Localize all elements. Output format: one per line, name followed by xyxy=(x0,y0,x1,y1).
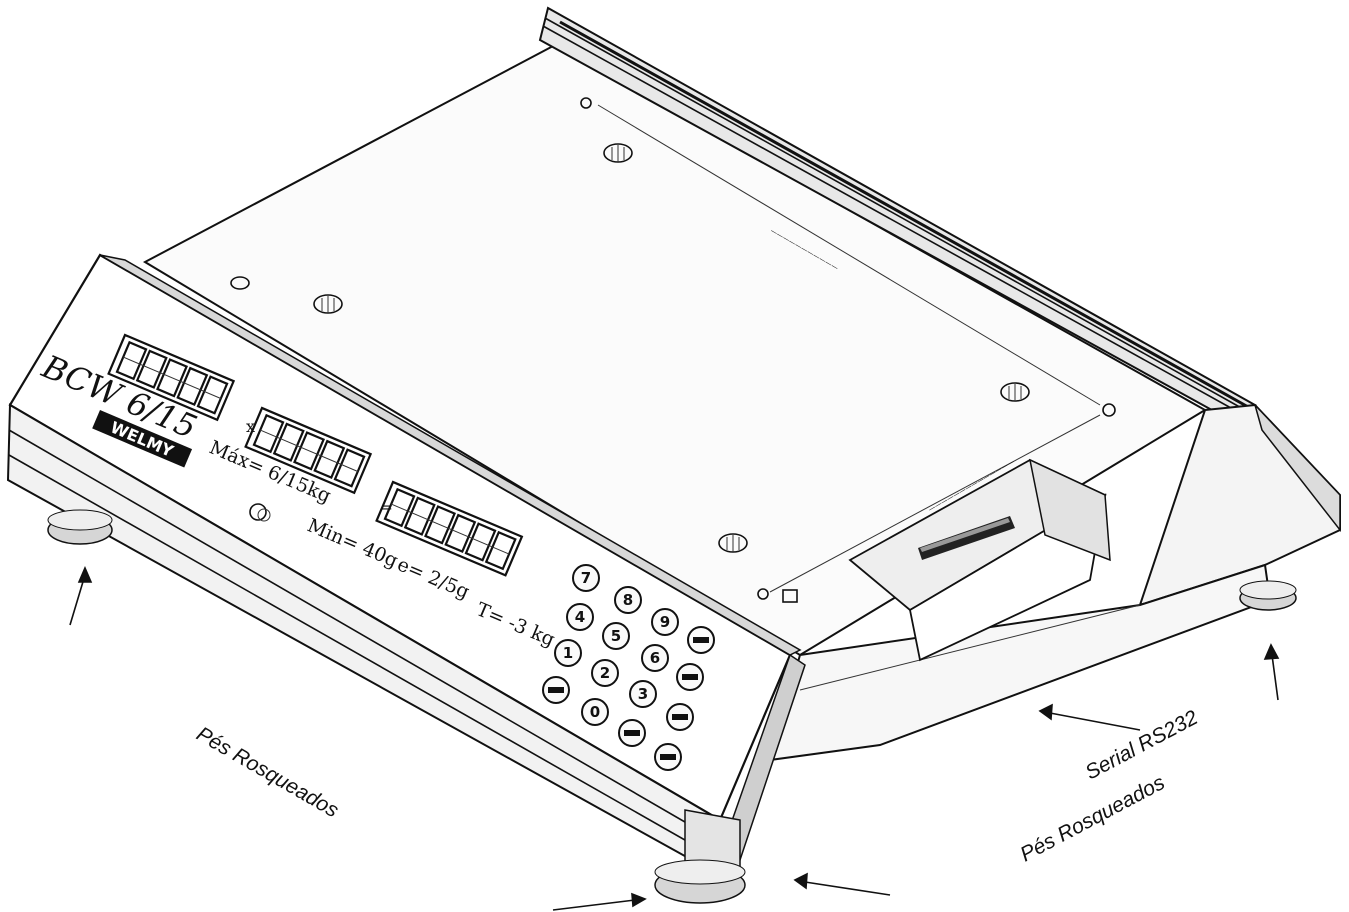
svg-text:8: 8 xyxy=(623,591,633,609)
key-3[interactable]: 3 xyxy=(629,680,657,708)
svg-text:7: 7 xyxy=(581,569,591,587)
callout-feet-left: Pés Rosqueados xyxy=(193,722,343,822)
svg-text:9: 9 xyxy=(660,613,670,631)
price-display xyxy=(244,406,373,495)
function-key-top[interactable] xyxy=(687,626,715,654)
svg-text:4: 4 xyxy=(575,608,585,626)
rear-rim xyxy=(538,6,1257,422)
callout-feet-right: Pés Rosqueados xyxy=(1017,771,1169,867)
key-8[interactable]: 8 xyxy=(614,586,642,614)
foot-front-left xyxy=(47,509,113,545)
inmetro-seal-icon xyxy=(249,503,267,521)
key-0[interactable]: 0 xyxy=(581,698,609,726)
total-display xyxy=(375,480,524,577)
key-1[interactable]: 1 xyxy=(554,639,582,667)
svg-text:2: 2 xyxy=(600,664,610,682)
weight-display xyxy=(107,333,236,422)
key-7[interactable]: 7 xyxy=(572,564,600,592)
callout-serial: Serial RS232 xyxy=(1082,706,1202,785)
foot-front-right xyxy=(654,859,746,904)
function-key-low[interactable] xyxy=(666,703,694,731)
function-key-left[interactable] xyxy=(542,676,570,704)
key-5[interactable]: 5 xyxy=(602,622,630,650)
key-9[interactable]: 9 xyxy=(651,608,679,636)
function-key-bottom[interactable] xyxy=(618,719,646,747)
key-2[interactable]: 2 xyxy=(591,659,619,687)
weighing-platter: ——————————— —————————————— xyxy=(142,43,1207,657)
key-6[interactable]: 6 xyxy=(641,644,669,672)
serial-port-recess xyxy=(848,458,1111,662)
multiply-sign: x xyxy=(246,417,255,436)
svg-text:5: 5 xyxy=(611,627,621,645)
svg-text:6: 6 xyxy=(650,649,660,667)
callout-arrows xyxy=(69,565,1280,911)
function-key-corner[interactable] xyxy=(654,743,682,771)
equals-sign: = xyxy=(381,500,393,516)
foot-rear-right xyxy=(1239,580,1297,611)
svg-text:0: 0 xyxy=(590,703,600,721)
svg-text:1: 1 xyxy=(563,644,573,662)
function-key-mid[interactable] xyxy=(676,663,704,691)
key-4[interactable]: 4 xyxy=(566,603,594,631)
svg-text:3: 3 xyxy=(638,685,648,703)
keypad: 7 8 9 4 5 6 1 2 3 0 xyxy=(542,564,715,771)
